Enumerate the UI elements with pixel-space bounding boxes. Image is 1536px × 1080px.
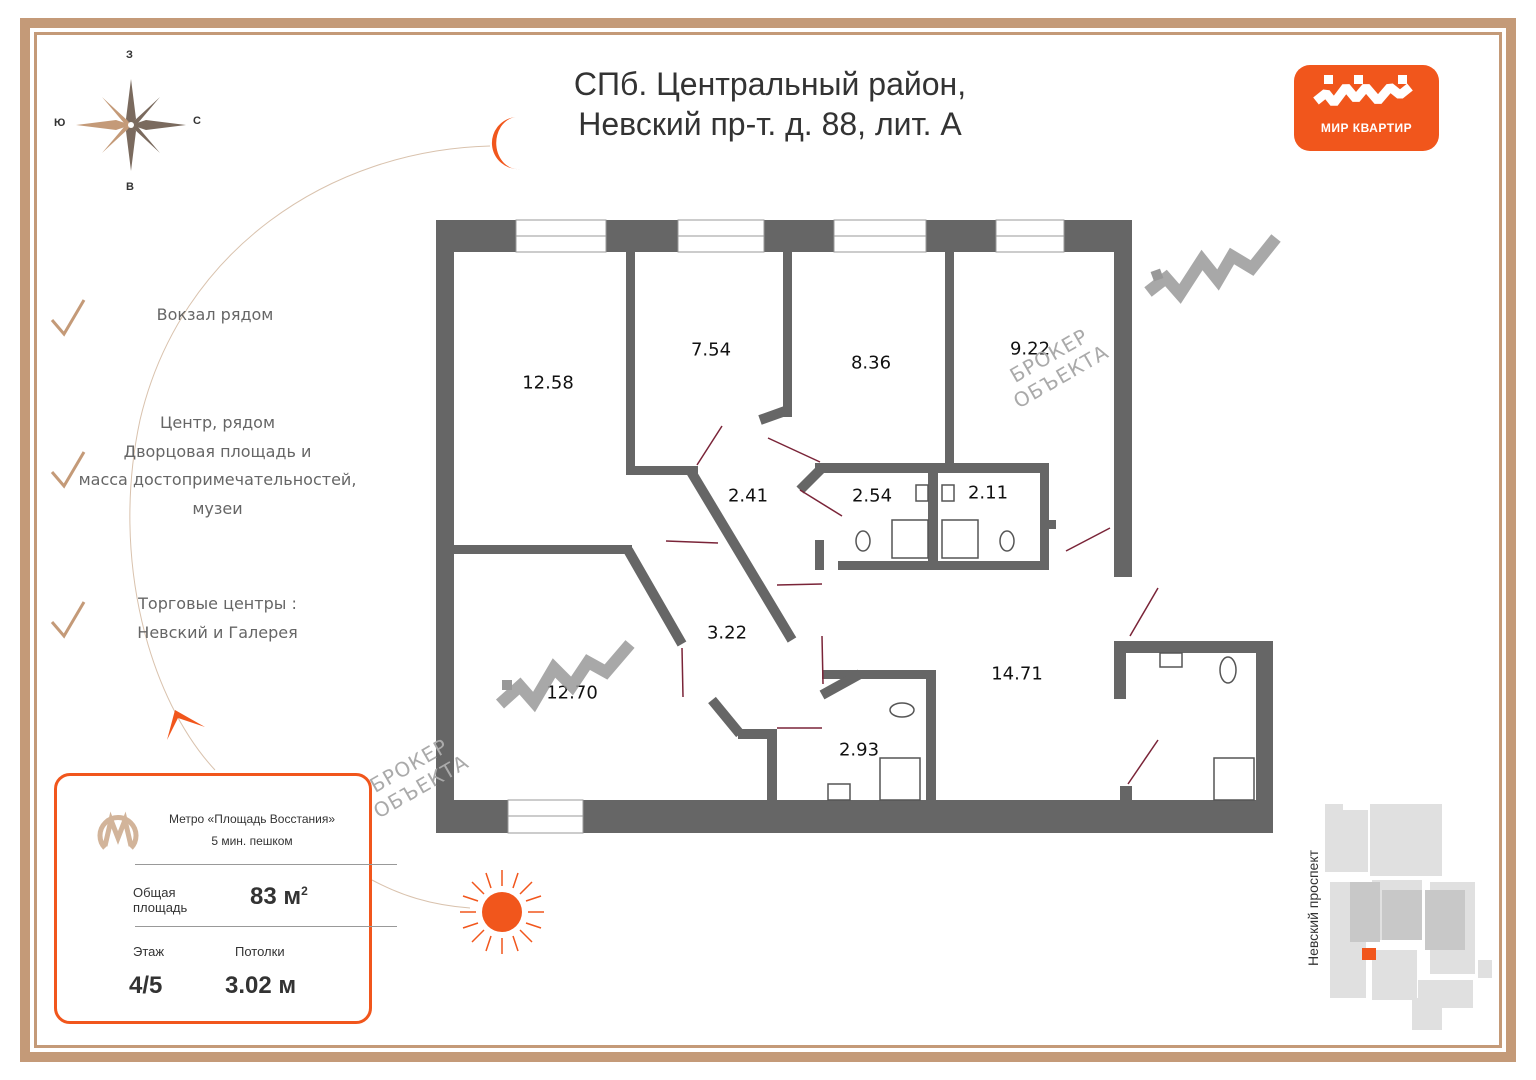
- area-label: Общая площадь: [133, 885, 187, 915]
- ceiling-value: 3.02 м: [225, 972, 297, 999]
- compass-north-label: З: [126, 49, 133, 61]
- area-value: 83 м2: [250, 883, 308, 911]
- metro-logo-icon: [97, 811, 139, 850]
- feature-line: Невский и Галерея: [137, 622, 298, 642]
- ceiling-label: Потолки: [235, 944, 285, 959]
- compass-west-label: Ю: [54, 117, 66, 129]
- checkmark-icon: [50, 451, 86, 489]
- logo-mark-icon: [1313, 75, 1413, 106]
- logo-text: МИР КВАРТИР: [1320, 121, 1413, 135]
- sun-icon: [460, 870, 544, 954]
- metro-info: Метро «Площадь Восстания» 5 мин. пешком: [147, 808, 357, 852]
- compass-rose-icon: [76, 79, 186, 171]
- outer-frame: [20, 18, 1516, 1062]
- area-value-text: 83 м: [250, 883, 302, 910]
- address-line-2: Невский пр-т. д. 88, лит. А: [578, 106, 962, 142]
- info-card: Метро «Площадь Восстания» 5 мин. пешком …: [54, 773, 397, 1024]
- room-area-label: 2.93: [838, 739, 880, 761]
- feature-line: Центр, рядом: [159, 413, 276, 432]
- feature-center: Центр, рядом Дворцовая площадь и масса д…: [70, 409, 365, 523]
- room-area-label: 3.22: [706, 622, 748, 644]
- moon-icon: [491, 117, 520, 170]
- room-area-label: 8.36: [850, 352, 892, 374]
- location-map: [1325, 804, 1492, 1030]
- company-logo: МИР КВАРТИР: [1294, 65, 1439, 151]
- feature-line: масса достопримечательностей,: [78, 470, 357, 489]
- feature-station: Вокзал рядом: [100, 301, 330, 330]
- feature-line: Дворцовая площадь и: [123, 441, 312, 461]
- area-unit-sup: 2: [301, 884, 308, 898]
- room-area-label: 9.22: [1009, 338, 1051, 360]
- floor-label: Этаж: [133, 944, 165, 959]
- metro-station-name: Метро «Площадь Восстания»: [168, 812, 336, 826]
- watermark-logo-icon: [495, 640, 635, 713]
- metro-walk-time: 5 мин. пешком: [211, 834, 293, 848]
- card-divider: [135, 926, 397, 927]
- room-area-label: 2.41: [727, 485, 769, 507]
- room-area-label: 2.54: [851, 485, 893, 507]
- area-label-line: площадь: [133, 900, 188, 915]
- checkmark-icon: [50, 299, 86, 337]
- compass-south-label: В: [126, 181, 134, 193]
- compass-east-label: С: [193, 115, 201, 127]
- watermark-logo-icon: [1144, 234, 1281, 304]
- address-line-1: СПб. Центральный район,: [573, 66, 967, 102]
- room-area-label: 7.54: [690, 339, 732, 361]
- floor-value: 4/5: [129, 972, 163, 999]
- room-area-label: 14.71: [991, 663, 1043, 685]
- room-area-label: 12.58: [522, 372, 574, 394]
- checkmark-icon: [50, 601, 86, 639]
- feature-line: Вокзал рядом: [156, 305, 274, 324]
- card-divider: [135, 864, 397, 865]
- inner-frame: [34, 32, 1502, 1048]
- feature-line: Торговые центры :: [138, 594, 297, 613]
- address-title: СПб. Центральный район, Невский пр-т. д.…: [520, 64, 1020, 144]
- area-label-line: Общая: [133, 885, 176, 900]
- feature-line: музеи: [192, 498, 243, 518]
- street-label: Невский проспект: [1305, 849, 1322, 967]
- room-area-label: 2.11: [967, 482, 1009, 504]
- feature-shopping: Торговые центры : Невский и Галерея: [100, 590, 335, 647]
